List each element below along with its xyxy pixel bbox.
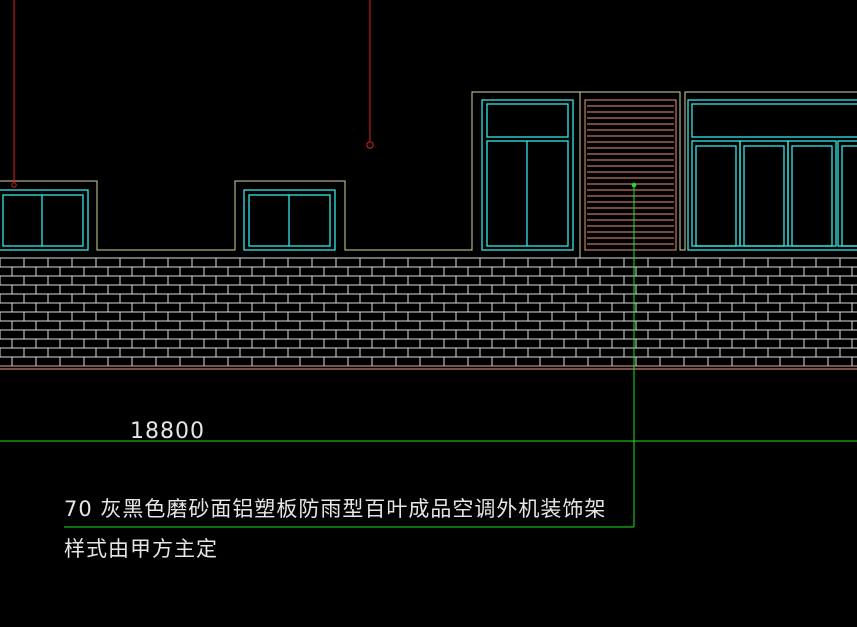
green-leader-lines	[0, 182, 857, 528]
window-right-large	[687, 99, 857, 251]
window-middle	[243, 189, 336, 251]
windows	[0, 99, 857, 251]
dimension-label: 18800	[130, 419, 205, 444]
window-tall-door	[481, 99, 574, 251]
brick-wall-band	[0, 257, 857, 370]
red-leader-lines	[11, 0, 374, 188]
wall-outline	[0, 91, 857, 258]
window-left	[0, 189, 89, 251]
annotation-line-2: 样式由甲方主定	[64, 537, 218, 561]
wall-top-outline	[0, 91, 857, 251]
red-leader-center-dot	[366, 141, 374, 149]
annotation-leader-dot	[631, 182, 637, 188]
annotation-line-1: 70 灰黑色磨砂面铝塑板防雨型百叶成品空调外机装饰架	[64, 497, 606, 521]
red-leader-left-dot	[11, 182, 17, 188]
ac-louver-rack	[584, 99, 677, 251]
